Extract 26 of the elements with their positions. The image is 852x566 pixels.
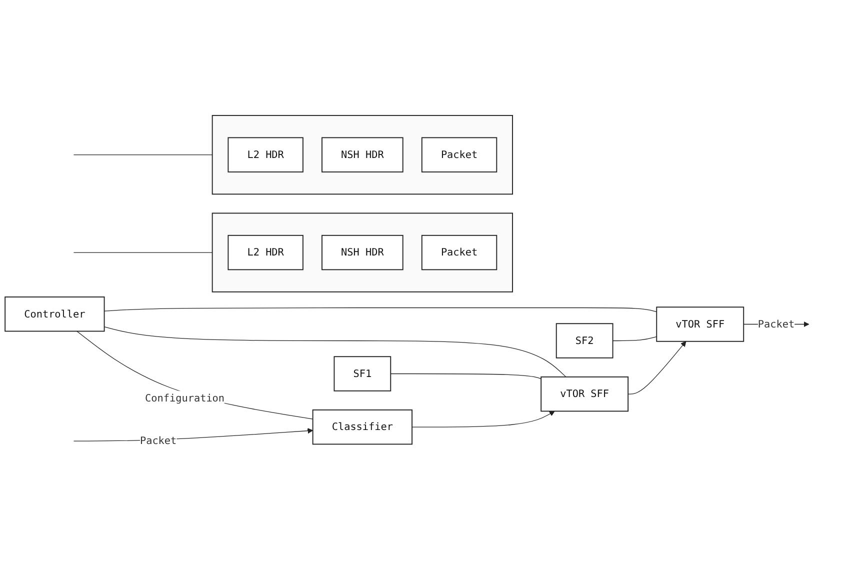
connector: [73, 154, 213, 156]
edge-label: Packet: [140, 434, 177, 447]
connector: [612, 336, 657, 342]
connector: [104, 326, 566, 378]
node-box: Controller: [4, 296, 105, 332]
connector: [104, 307, 657, 312]
node-box: SF2: [556, 323, 614, 358]
node-box: vTOR SFF: [656, 306, 744, 342]
cluster: [212, 212, 513, 292]
connector: [73, 252, 213, 253]
node-box: Classifier: [312, 409, 412, 445]
edge-label: Configuration: [145, 392, 225, 404]
node-box: NSH HDR: [322, 137, 404, 172]
node-box: Packet: [421, 137, 498, 172]
node-box: Packet: [421, 234, 498, 270]
arrow: [412, 410, 555, 428]
node-box: L2 HDR: [228, 137, 304, 172]
connector: [76, 330, 314, 420]
node-box: SF1: [334, 356, 392, 392]
arrow: [628, 341, 686, 394]
node-box: NSH HDR: [322, 234, 404, 270]
cluster: [212, 114, 513, 195]
node-box: L2 HDR: [228, 234, 304, 270]
node-box: vTOR SFF: [540, 376, 629, 412]
edge-label: Packet: [758, 318, 795, 330]
connector: [390, 373, 542, 380]
